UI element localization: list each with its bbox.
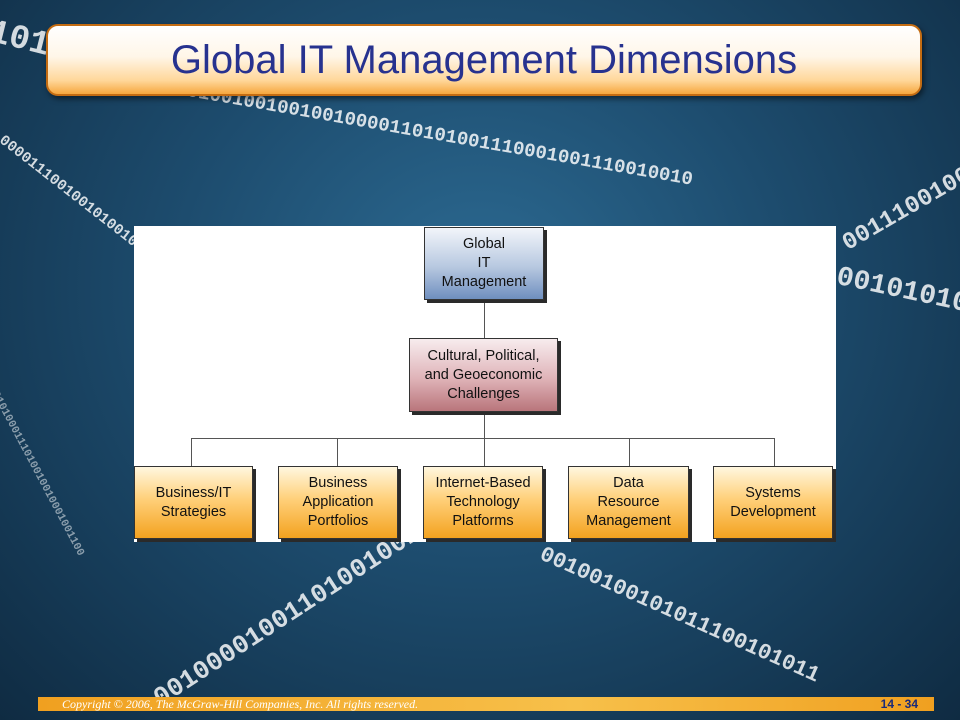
binary-decoration: 0011100100100 bbox=[838, 140, 960, 258]
page-number: 14 - 34 bbox=[880, 697, 918, 711]
node-leaf: Business/IT Strategies bbox=[134, 466, 253, 539]
node-leaf: Business Application Portfolios bbox=[278, 466, 398, 539]
binary-decoration: 00100100101011100101011 bbox=[535, 542, 824, 689]
node-leaf: Internet-Based Technology Platforms bbox=[423, 466, 543, 539]
binary-decoration: 0000101000111010010010001001100 bbox=[0, 372, 87, 559]
footer-bar bbox=[38, 697, 934, 711]
connector-leaf-4 bbox=[629, 438, 630, 466]
connector-middle-bus bbox=[484, 412, 485, 438]
hierarchy-diagram: Global IT Management Cultural, Political… bbox=[134, 226, 836, 542]
connector-leaf-5 bbox=[774, 438, 775, 466]
connector-leaf-2 bbox=[337, 438, 338, 466]
title-bar: Global IT Management Dimensions bbox=[46, 24, 922, 96]
connector-horizontal-bus bbox=[191, 438, 775, 439]
node-leaf: Systems Development bbox=[713, 466, 833, 539]
binary-decoration: 0010101010 bbox=[833, 262, 960, 328]
connector-leaf-3 bbox=[484, 438, 485, 466]
node-leaf: Data Resource Management bbox=[568, 466, 689, 539]
binary-decoration: 0000111001001010010 bbox=[0, 132, 141, 251]
node-middle: Cultural, Political, and Geoeconomic Cha… bbox=[409, 338, 558, 412]
slide-title: Global IT Management Dimensions bbox=[170, 37, 798, 82]
copyright-text: Copyright © 2006, The McGraw-Hill Compan… bbox=[62, 697, 419, 711]
connector-leaf-1 bbox=[191, 438, 192, 466]
node-root: Global IT Management bbox=[424, 227, 544, 300]
